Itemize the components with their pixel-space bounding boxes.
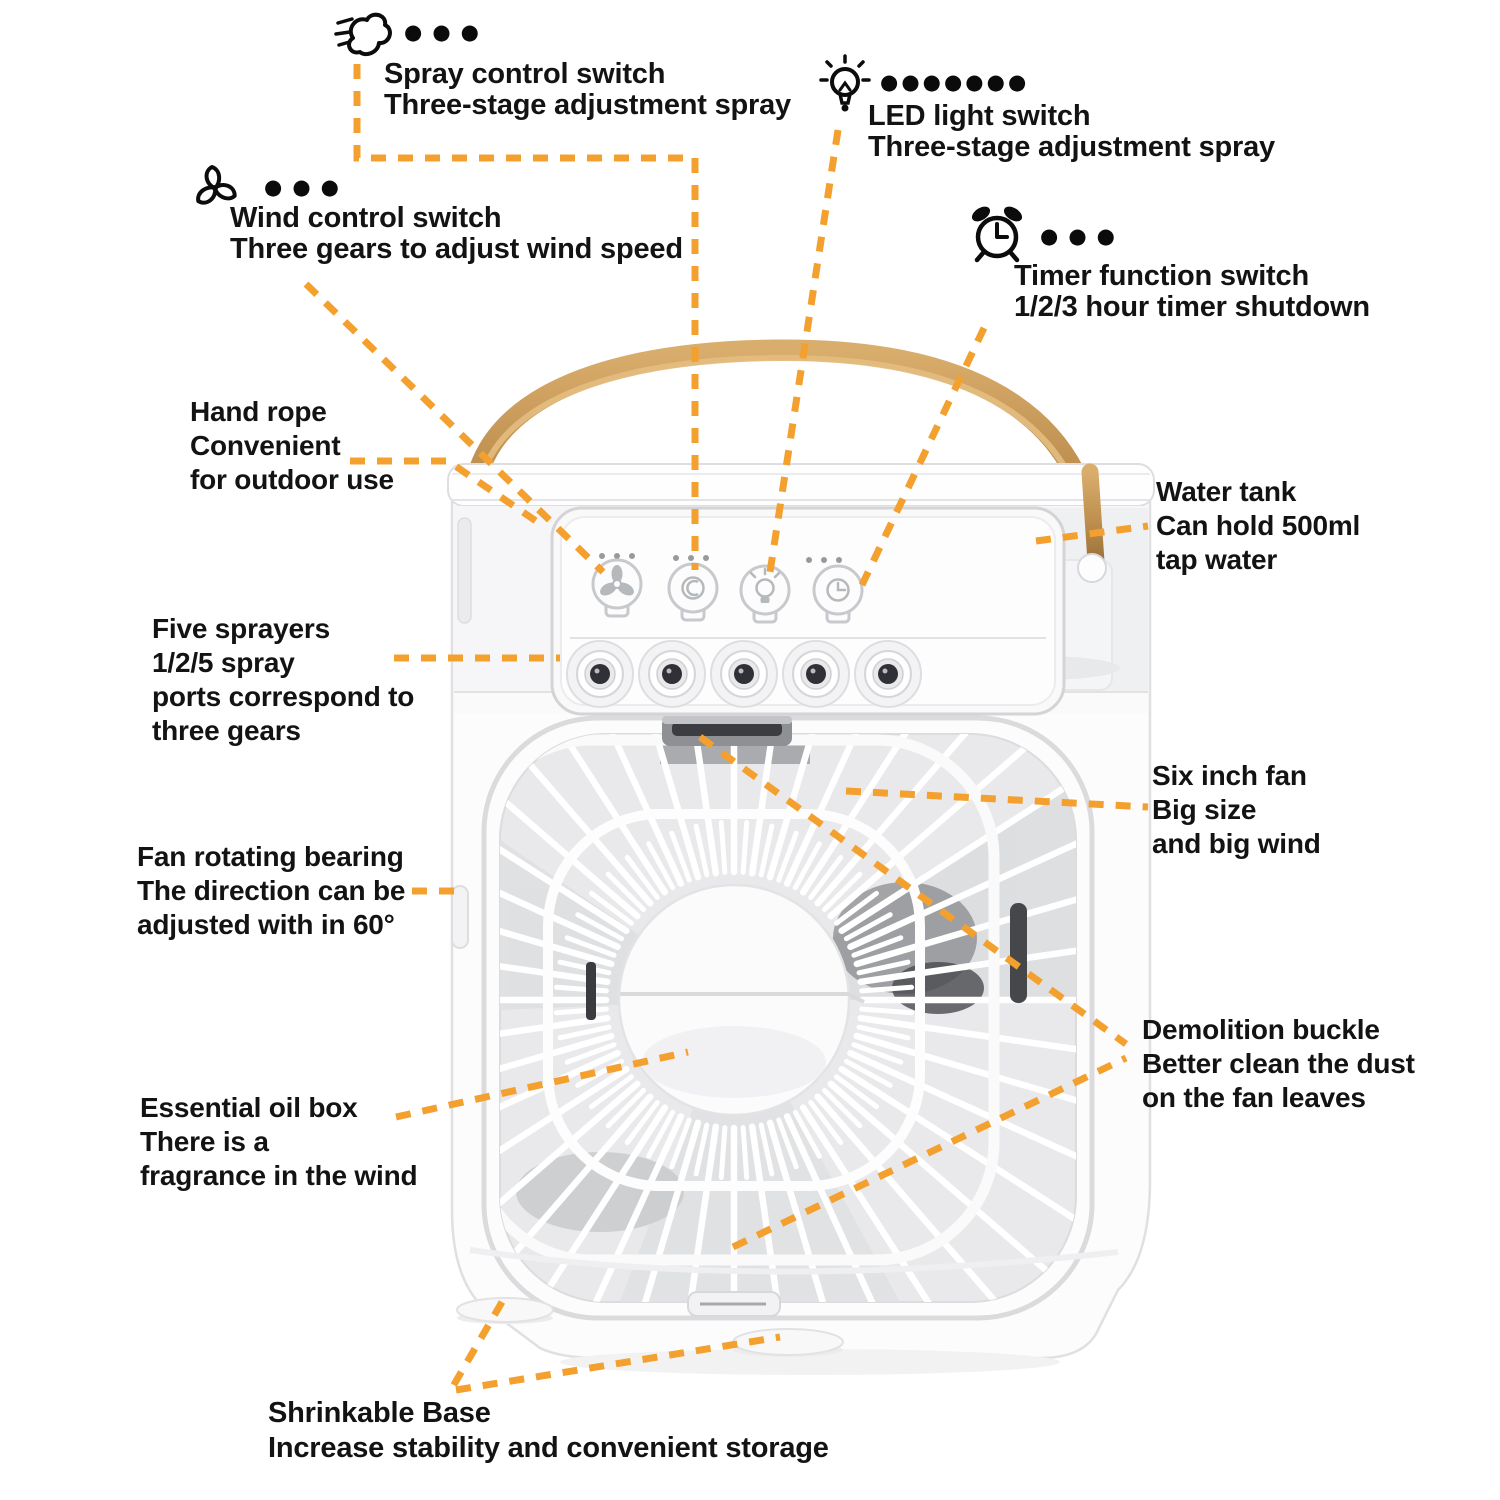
callout-hand-rope: Hand rope Convenient for outdoor use [190, 395, 394, 497]
spray-nozzle [638, 640, 706, 708]
spray-puff-icon [334, 12, 392, 57]
demolition-buckle-line2: Better clean the dust [1142, 1048, 1415, 1079]
grille-bottom-buckle [687, 1291, 781, 1317]
rotating-bearing-knob [451, 885, 469, 949]
timer-subtitle: 1/2/3 hour timer shutdown [1014, 291, 1370, 323]
handle-strap-end [1081, 463, 1105, 571]
essential-oil-title: Essential oil box [140, 1092, 358, 1123]
water-tank-leader [1035, 522, 1149, 545]
panel-timer-icon [826, 578, 850, 602]
handle-pivot-knob [1077, 553, 1107, 583]
panel-light-icon [749, 567, 781, 603]
light-bulb-icon [819, 54, 871, 112]
fan-bearing-line3: adjusted with in 60° [137, 909, 395, 940]
timer-title: Timer function switch [1014, 260, 1309, 292]
spray-control-subtitle: Three-stage adjustment spray [384, 89, 791, 121]
essential-oil-line3: fragrance in the wind [140, 1160, 418, 1191]
carry-handle [463, 339, 1107, 577]
five-sprayers-title: Five sprayers [152, 613, 330, 644]
grille-top-buckle [662, 716, 792, 746]
led-light-subtitle: Three-stage adjustment spray [868, 131, 1275, 163]
panel-mist-button [667, 562, 719, 622]
gear-indicator-dots [599, 553, 842, 563]
wind-control-subtitle: Three gears to adjust wind speed [230, 233, 683, 265]
five-sprayers-line3: ports correspond to [152, 681, 415, 712]
essential-oil-line2: There is a [140, 1126, 269, 1157]
panel-fan-icon [600, 565, 634, 596]
callout-shrinkable-base: Shrinkable Base Increase stability and c… [268, 1396, 829, 1466]
fan-grille-spokes [500, 734, 1076, 1302]
spray-nozzles [566, 640, 922, 708]
callout-demolition-buckle: Demolition buckle Better clean the dust … [1142, 1013, 1415, 1115]
five-sprayers-line2: 1/2/5 spray [152, 647, 295, 678]
base-right-leader [455, 1333, 781, 1394]
spray-nozzle [854, 640, 922, 708]
six-inch-fan-title: Six inch fan [1152, 760, 1307, 791]
spray-nozzle [782, 640, 850, 708]
fan-hub [586, 883, 865, 1117]
spray-control-title: Spray control switch [384, 58, 666, 90]
timer-dots: ●●● [1040, 224, 1125, 248]
hand-rope-leader [350, 457, 538, 524]
panel-light-button [739, 564, 791, 624]
panel-mist-icon [681, 576, 705, 600]
callout-fan-bearing: Fan rotating bearing The direction can b… [137, 840, 405, 942]
demolition-buckle-upper-leader [697, 734, 1129, 1047]
spray-nozzle [710, 640, 778, 708]
hand-rope-title: Hand rope [190, 396, 327, 427]
wind-control-title: Wind control switch [230, 202, 502, 234]
led-light-dots: ●●●●●●● [880, 70, 1030, 94]
wind-control-leader [303, 281, 606, 575]
fan-bearing-title: Fan rotating bearing [137, 841, 404, 872]
demolition-buckle-lower-leader [731, 1054, 1128, 1251]
spray-control-dots: ●●● [404, 20, 489, 44]
leader-lines [303, 64, 1149, 1394]
demolition-buckle-line3: on the fan leaves [1142, 1082, 1366, 1113]
essential-oil-leader [395, 1048, 689, 1121]
six-inch-fan-line2: Big size [1152, 794, 1257, 825]
timer-leader [858, 326, 988, 587]
fan-propeller-icon [196, 165, 237, 205]
water-tank-title: Water tank [1156, 476, 1297, 507]
shrinkable-base [456, 1247, 1119, 1375]
five-sprayers-line4: three gears [152, 715, 301, 746]
led-light-title: LED light switch [868, 100, 1091, 132]
water-tank-line3: tap water [1156, 544, 1278, 575]
callout-water-tank: Water tank Can hold 500ml tap water [1156, 475, 1360, 577]
fan-grille-inner-stubs [553, 819, 915, 1181]
led-light-leader [766, 129, 842, 573]
callout-essential-oil: Essential oil box There is a fragrance i… [140, 1091, 418, 1193]
base-foot-left [456, 1297, 554, 1323]
fan-bearing-line2: The direction can be [137, 875, 406, 906]
six-inch-fan-leader [845, 787, 1149, 811]
wind-control-dots: ●●● [264, 175, 349, 199]
panel-fan-button [591, 558, 643, 618]
side-buckle-slot [1010, 903, 1027, 1003]
hand-rope-line2: Convenient [190, 430, 341, 461]
alarm-clock-icon [971, 206, 1023, 263]
shrinkable-base-line2: Increase stability and convenient storag… [268, 1432, 829, 1464]
six-inch-fan-line3: and big wind [1152, 828, 1321, 859]
callout-six-inch-fan: Six inch fan Big size and big wind [1152, 759, 1321, 861]
demolition-buckle-title: Demolition buckle [1142, 1014, 1380, 1045]
shrinkable-base-title: Shrinkable Base [268, 1397, 491, 1429]
base-left-leader [448, 1300, 506, 1390]
grille-inner-ring [543, 809, 925, 1191]
callout-five-sprayers: Five sprayers 1/2/5 spray ports correspo… [152, 612, 414, 748]
hand-rope-line3: for outdoor use [190, 464, 394, 495]
panel-timer-button [812, 564, 864, 624]
spray-nozzle [566, 640, 634, 708]
water-tank-line2: Can hold 500ml [1156, 510, 1361, 541]
